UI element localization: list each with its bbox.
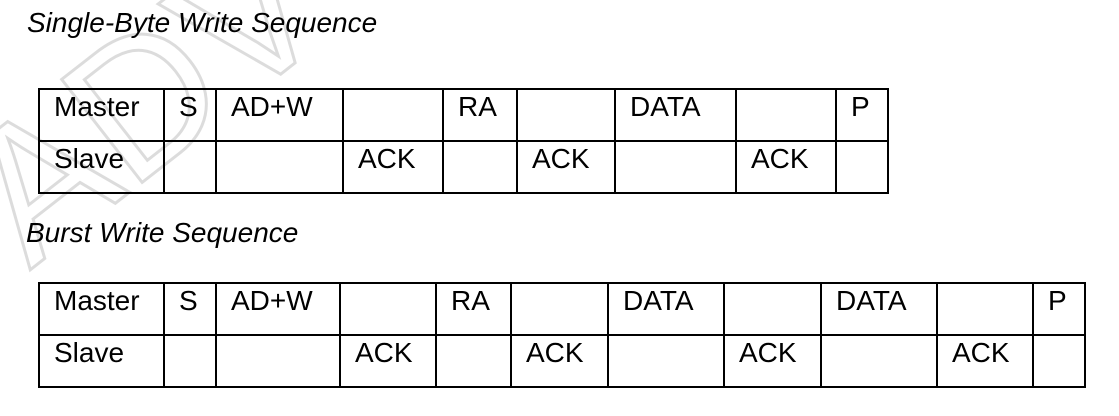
seq-cell: RA: [435, 282, 512, 336]
seq-cell: P: [835, 88, 889, 142]
seq-cell: ACK: [339, 334, 437, 388]
seq-cell: AD+W: [215, 88, 344, 142]
seq-cell: [163, 140, 217, 194]
seq-cell: [516, 88, 616, 142]
seq-cell: DATA: [820, 282, 938, 336]
seq-cell: [510, 282, 609, 336]
seq-cell: [163, 334, 217, 388]
seq-cell: [442, 140, 518, 194]
seq-cell: S: [163, 88, 217, 142]
seq-cell: [936, 282, 1034, 336]
burst-write-title: Burst Write Sequence: [26, 217, 299, 248]
seq-cell: ACK: [516, 140, 616, 194]
seq-cell: [835, 140, 889, 194]
slave-row: Slave ACK ACK ACK ACK: [38, 334, 1086, 388]
row-label-master: Master: [38, 88, 165, 142]
row-label-master: Master: [38, 282, 165, 336]
seq-cell: [215, 334, 341, 388]
seq-cell: S: [163, 282, 217, 336]
seq-cell: ACK: [936, 334, 1034, 388]
seq-cell: [820, 334, 938, 388]
seq-cell: ACK: [510, 334, 609, 388]
single-byte-write-table: Master S AD+W RA DATA P Slave ACK ACK AC…: [38, 88, 889, 194]
seq-cell: [723, 282, 822, 336]
seq-cell: [607, 334, 725, 388]
seq-cell: [435, 334, 512, 388]
row-label-slave: Slave: [38, 334, 165, 388]
master-row: Master S AD+W RA DATA DATA P: [38, 282, 1086, 336]
seq-cell: ACK: [723, 334, 822, 388]
seq-cell: [342, 88, 444, 142]
row-label-slave: Slave: [38, 140, 165, 194]
seq-cell: [614, 140, 737, 194]
seq-cell: AD+W: [215, 282, 341, 336]
seq-cell: DATA: [607, 282, 725, 336]
single-byte-title: Single-Byte Write Sequence: [27, 7, 378, 38]
seq-cell: [1032, 334, 1086, 388]
seq-cell: ACK: [342, 140, 444, 194]
burst-write-table: Master S AD+W RA DATA DATA P Slave ACK A…: [38, 282, 1086, 388]
slave-row: Slave ACK ACK ACK: [38, 140, 889, 194]
seq-cell: [339, 282, 437, 336]
master-row: Master S AD+W RA DATA P: [38, 88, 889, 142]
seq-cell: DATA: [614, 88, 737, 142]
seq-cell: RA: [442, 88, 518, 142]
seq-cell: ACK: [735, 140, 837, 194]
seq-cell: [215, 140, 344, 194]
seq-cell: P: [1032, 282, 1086, 336]
seq-cell: [735, 88, 837, 142]
